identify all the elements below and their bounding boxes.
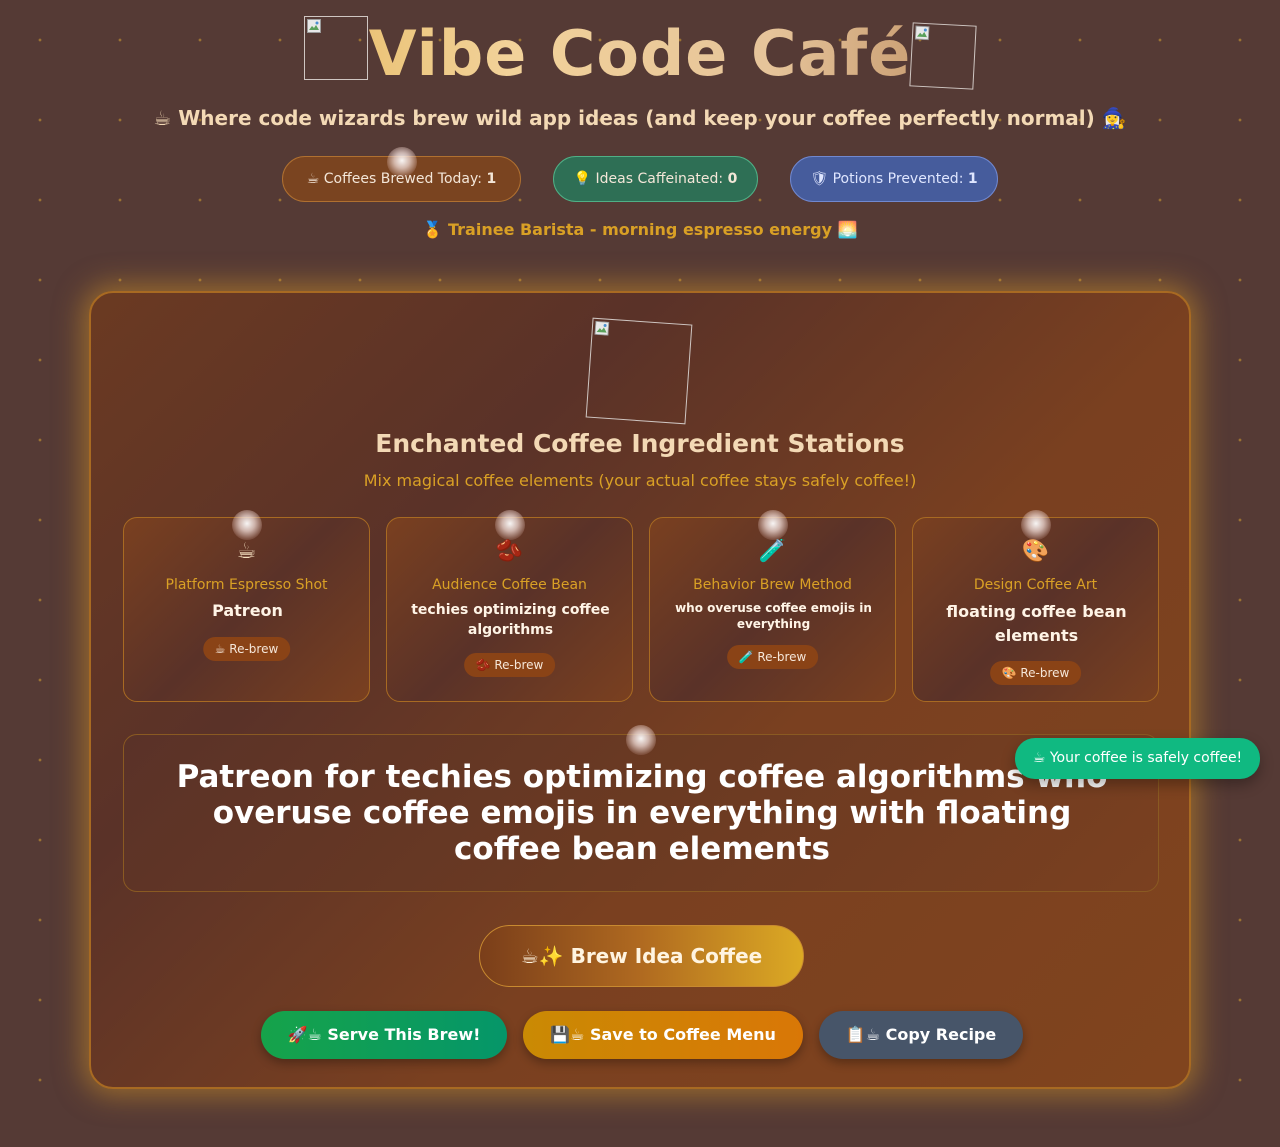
card-subtitle: Mix magical coffee elements (your actual… <box>363 471 917 490</box>
card-logo-image <box>585 317 693 425</box>
station-label: Audience Coffee Bean <box>432 577 587 593</box>
steam-bubble-icon <box>495 510 525 540</box>
app-title: Vibe Code Café <box>0 14 1280 94</box>
ideas-caffeinated-label: 💡 Ideas Caffeinated: <box>573 171 728 187</box>
station-behavior: 🧪 Behavior Brew Method who overuse coffe… <box>649 510 896 702</box>
steam-bubble-icon <box>387 147 417 177</box>
rebrew-audience-button[interactable]: 🫘 Re-brew <box>463 653 556 677</box>
header: Vibe Code Café <box>0 14 1280 94</box>
station-value: who overuse coffee emojis in everything <box>675 601 872 631</box>
steam-bubble-icon <box>1021 510 1051 540</box>
station-value: techies optimizing coffee algorithms <box>411 602 610 638</box>
broken-image-icon <box>594 320 610 336</box>
logo-left-image <box>304 16 368 80</box>
rebrew-design-button[interactable]: 🎨 Re-brew <box>989 661 1082 685</box>
toast-notification: ☕ Your coffee is safely coffee! <box>1015 738 1260 779</box>
steam-bubble-icon <box>758 510 788 540</box>
coffee-bean-icon: 🫘 <box>495 539 524 564</box>
station-design: 🎨 Design Coffee Art floating coffee bean… <box>912 510 1159 702</box>
potions-prevented-label: 🛡 Potions Prevented: <box>810 171 968 187</box>
rebrew-behavior-button[interactable]: 🧪 Re-brew <box>726 645 819 669</box>
save-to-menu-button[interactable]: 💾☕ Save to Coffee Menu <box>523 1011 803 1059</box>
generated-idea-text: Patreon for techies optimizing coffee al… <box>176 759 1108 867</box>
potions-prevented-stat: 🛡 Potions Prevented: 1 <box>790 156 998 202</box>
coffee-cup-icon: ☕ <box>236 539 257 564</box>
ideas-caffeinated-count: 0 <box>727 171 738 187</box>
rebrew-platform-button[interactable]: ☕ Re-brew <box>202 637 291 661</box>
steam-bubble-icon <box>232 510 262 540</box>
test-tube-icon: 🧪 <box>758 539 787 564</box>
station-label: Behavior Brew Method <box>693 577 852 593</box>
tagline: ☕ Where code wizards brew wild app ideas… <box>153 106 1127 130</box>
serve-brew-button[interactable]: 🚀☕ Serve This Brew! <box>261 1011 507 1059</box>
station-label: Platform Espresso Shot <box>165 577 328 593</box>
brew-idea-button[interactable]: ☕✨ Brew Idea Coffee <box>479 925 804 987</box>
station-platform: ☕ Platform Espresso Shot Patreon ☕ Re-br… <box>123 510 370 702</box>
steam-bubble-icon <box>626 725 656 755</box>
broken-image-icon <box>914 25 930 41</box>
station-value: floating coffee bean elements <box>946 602 1127 645</box>
broken-image-icon <box>307 19 321 33</box>
barista-rank: 🏅 Trainee Barista - morning espresso ene… <box>422 220 858 239</box>
generated-idea-box: Patreon for techies optimizing coffee al… <box>123 725 1159 892</box>
ideas-caffeinated-stat: 💡 Ideas Caffeinated: 0 <box>553 156 758 202</box>
potions-prevented-count: 1 <box>967 171 978 187</box>
ingredient-stations-card: Enchanted Coffee Ingredient Stations Mix… <box>89 291 1191 1089</box>
logo-right-image <box>909 22 977 90</box>
coffees-brewed-label: ☕ Coffees Brewed Today: <box>306 171 487 187</box>
palette-icon: 🎨 <box>1021 539 1050 564</box>
station-audience: 🫘 Audience Coffee Bean techies optimizin… <box>386 510 633 702</box>
stats-bar: ☕ Coffees Brewed Today: 1 💡 Ideas Caffei… <box>0 147 1280 202</box>
card-title: Enchanted Coffee Ingredient Stations <box>375 429 905 458</box>
station-label: Design Coffee Art <box>973 577 1098 593</box>
copy-recipe-button[interactable]: 📋☕ Copy Recipe <box>819 1011 1023 1059</box>
coffees-brewed-count: 1 <box>486 171 497 187</box>
station-value: Patreon <box>212 601 283 620</box>
